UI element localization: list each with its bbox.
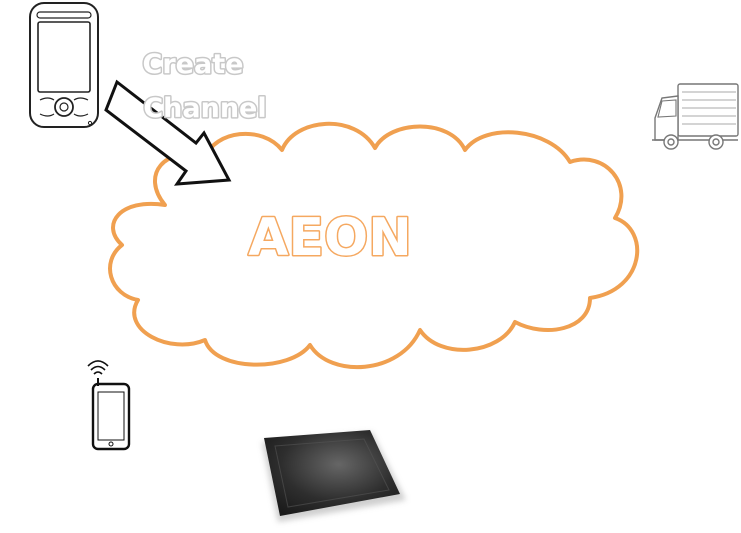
tablet-icon bbox=[262, 430, 406, 522]
delivery-truck-icon bbox=[652, 83, 739, 150]
feature-phone-icon bbox=[29, 2, 99, 128]
arrow-shape bbox=[104, 79, 232, 186]
cloud-label: AEON bbox=[248, 208, 412, 268]
create-channel-arrow bbox=[104, 79, 232, 186]
aeon-cloud: AEON bbox=[108, 121, 640, 370]
create-channel-label-line1: Create bbox=[143, 49, 244, 80]
create-channel-label-line2: Channel bbox=[143, 93, 266, 124]
cloud-outline bbox=[108, 121, 640, 370]
wireless-smartphone-icon bbox=[87, 360, 131, 451]
